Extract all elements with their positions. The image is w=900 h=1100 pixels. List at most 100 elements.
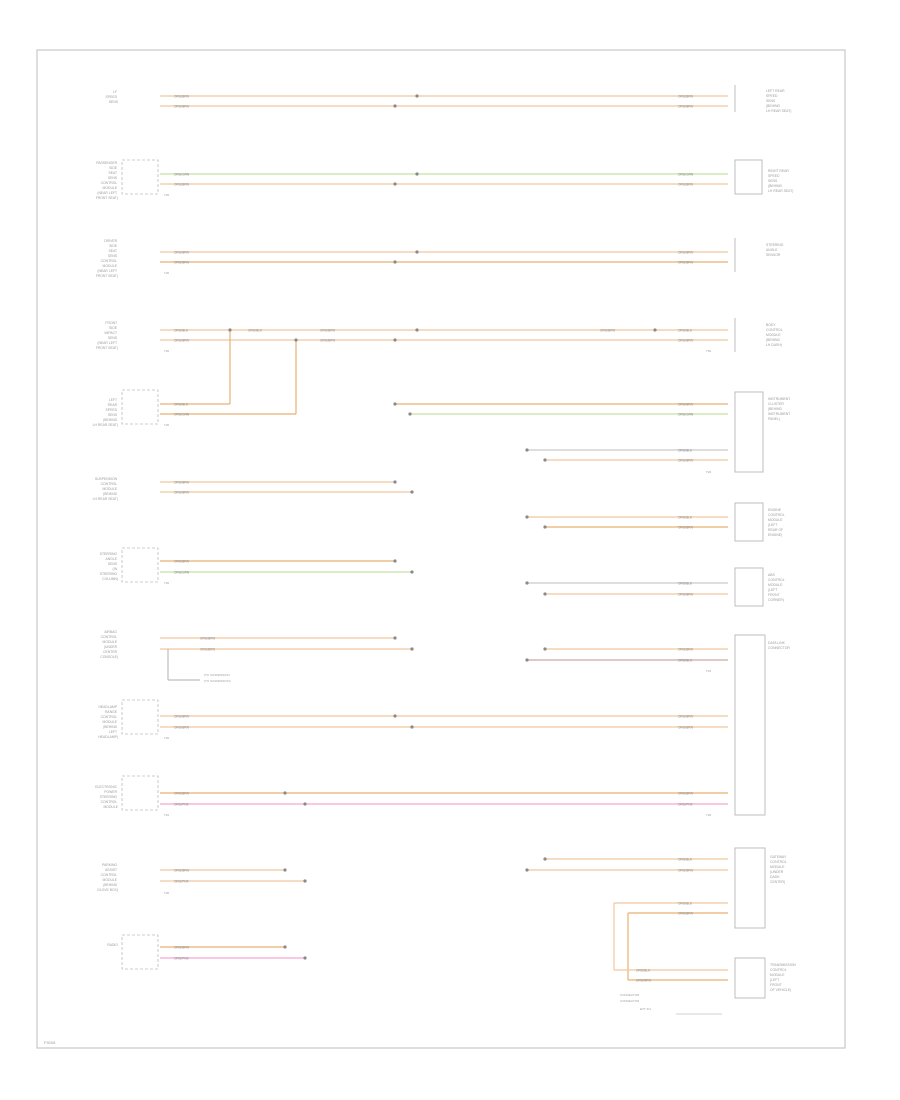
pin-label: T20 (164, 349, 170, 353)
component-label-l2: PASSENGER SIDE SEAT SENS CONTROL MODULE … (96, 161, 118, 200)
wire-label: ORG/BRN (200, 648, 216, 652)
pin-label: T10 (164, 813, 170, 817)
wire-label: ORG/BRN (174, 792, 190, 796)
wire-label: ORG/BRN (174, 869, 190, 873)
component-box-r5 (734, 391, 764, 473)
note-text: CONNECTOR (620, 999, 640, 1003)
component-label-r1: LEFT REAR SPEED SENS (BEHIND LH REAR SEA… (766, 89, 791, 113)
wire-label: ORG/BRN (678, 183, 694, 187)
wire-label: ORG/BRN (174, 726, 190, 730)
pin-label: T20 (164, 581, 170, 585)
pin-label: T20 (164, 423, 170, 427)
splices (228, 94, 657, 960)
component-label-r10: TRANSMISSION CONTROL MODULE (LEFT FRONT … (770, 963, 797, 992)
wire-label: ORG/BRN (600, 329, 616, 333)
wire-label: ORG/BRN (678, 261, 694, 265)
pin-label: T20 (164, 193, 170, 197)
wire-label: ORG/BLK (678, 449, 693, 453)
left-components: LF SPEED SENS PASSENGER SIDE SEAT SENS C… (93, 90, 159, 970)
pin-label: T20 (164, 891, 170, 895)
splice-dot (410, 490, 414, 494)
wire-label: ORG/BRN (678, 792, 694, 796)
component-label-l5: LEFT REAR SPEED SENS (BEHIND LH REAR SEA… (93, 398, 118, 427)
component-box-r9 (734, 847, 766, 929)
component-label-l1: LF SPEED SENS (106, 90, 119, 104)
splice-dot (410, 725, 414, 729)
wire-label: ORG/BRN (678, 715, 694, 719)
wire-label: ORG/BRN (678, 251, 694, 255)
wire-label: ORG/BRN (678, 95, 694, 99)
splice-dot (283, 791, 287, 795)
connector-box-l10 (121, 775, 159, 811)
wire-label: ORG/BRN (174, 261, 190, 265)
component-box-r2 (734, 159, 763, 195)
wire-label: ORG/BRN (320, 329, 336, 333)
component-box-r8 (734, 634, 766, 816)
component-label-l7: STEERING ANGLE SENS (IN STEERING COLUMN) (100, 552, 118, 581)
splice-dot (303, 879, 307, 883)
splice-dot (303, 956, 307, 960)
component-label-l4: FRONT SIDE IMPACT SENS (NEAR LEFT FRONT … (96, 321, 118, 350)
pin-label: T20 (164, 271, 170, 275)
component-label-l11: PARKING ASSIST CONTROL MODULE (BEHIND GL… (97, 863, 118, 892)
splice-dot (525, 868, 529, 872)
component-label-r5: INSTRUMENT CLUSTER (BEHIND INSTRUMENT PA… (768, 397, 791, 421)
wire-label: ORG/BLK (678, 516, 693, 520)
component-label-r2: RIGHT REAR SPEED SENS (BEHIND LH REAR SE… (768, 169, 793, 193)
wire-label: ORG/BLK (678, 582, 693, 586)
component-box-r7 (734, 567, 764, 607)
wire-label: ORG/BRN (174, 105, 190, 109)
wire-label: ORG/BRN (174, 715, 190, 719)
splice-dot (525, 515, 529, 519)
component-label-r7: ABS CONTROL MODULE (LEFT FRONT CORNER) (768, 573, 785, 602)
splice-dot (415, 94, 419, 98)
wire-label: ORG/GRN (174, 571, 190, 575)
component-label-r4: BODY CONTROL MODULE (BEHIND LH DASH) (766, 323, 783, 347)
connector-box-l2 (121, 159, 159, 195)
splice-dot (410, 647, 414, 651)
wire-labels: ORG/BRN ORG/BRN ORG/BRN ORG/BRN ORG/GRN … (174, 95, 694, 983)
wire-label: ORG/BLK (248, 329, 263, 333)
diagram-code: F5008 (44, 1040, 56, 1045)
wire-label: ORG/BRN (678, 526, 694, 530)
wire-label: ORG/BRN (174, 491, 190, 495)
splice-dot (393, 104, 397, 108)
component-label-l6: SUSPENSION CONTROL MODULE (BEHIND LH REA… (93, 477, 118, 501)
splice-dot (543, 525, 547, 529)
splice-dot (410, 570, 414, 574)
note-text: EXT 3/4 (640, 1007, 651, 1011)
component-label-r8: DATA LINK CONNECTOR (768, 641, 790, 650)
splice-dot (393, 714, 397, 718)
splice-dot (543, 857, 547, 861)
note-text: (TO SUSPENSION) (204, 679, 231, 683)
connector-box-l12 (121, 934, 159, 970)
wire-label: ORG/PNK (174, 880, 190, 884)
splice-dot (543, 647, 547, 651)
component-label-l8: AIRBAG CONTROL MODULE (UNDER CENTER CONS… (100, 630, 118, 659)
wire-label: ORG/BRN (174, 251, 190, 255)
splice-dot (408, 412, 412, 416)
splice-dot (393, 260, 397, 264)
splice-dot (415, 250, 419, 254)
wire-label: ORG/BRN (636, 979, 652, 983)
wire-label: ORG/GRN (174, 413, 190, 417)
splice-dot (303, 802, 307, 806)
component-label-l12: RADIO (107, 943, 118, 947)
wire-label: ORG/PNK (174, 957, 190, 961)
splice-dot (525, 448, 529, 452)
splice-dot (415, 172, 419, 176)
component-box-r6 (734, 502, 764, 542)
wire-label: ORG/BRN (678, 339, 694, 343)
component-label-r6: ENGINE CONTROL MODULE (LEFT REAR OF ENGI… (768, 508, 785, 537)
component-label-l3: DRIVER SIDE SEAT SENS CONTROL MODULE (NE… (96, 239, 118, 278)
wire-label: ORG/BRN (678, 105, 694, 109)
wire-label: ORG/BRN (174, 946, 190, 950)
splice-dot (393, 182, 397, 186)
wire-label: ORG/BLK (678, 902, 693, 906)
wire-label: ORG/BLK (636, 969, 651, 973)
component-box-r10 (734, 957, 766, 999)
splice-dot (393, 636, 397, 640)
splice-dot (543, 458, 547, 462)
right-components: LEFT REAR SPEED SENS (BEHIND LH REAR SEA… (734, 85, 797, 999)
